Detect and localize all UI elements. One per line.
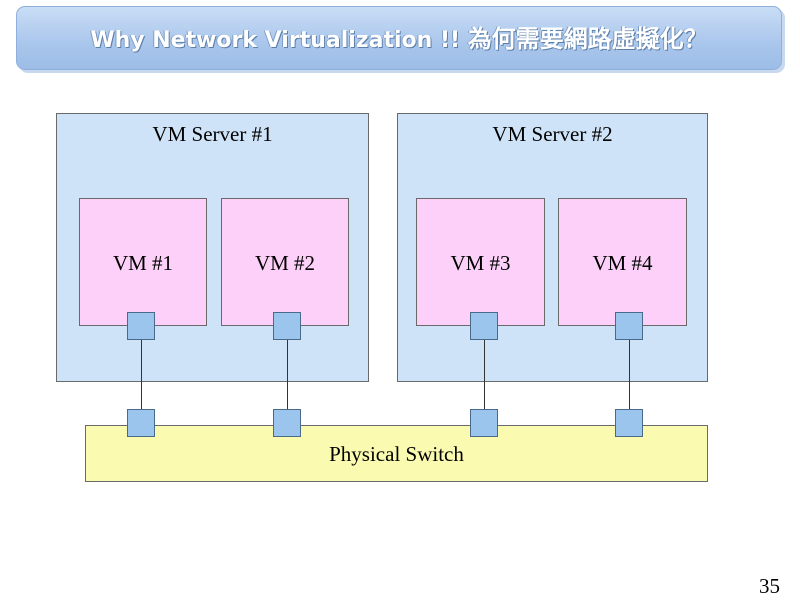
vm-3: VM #3 — [416, 198, 545, 326]
physical-switch-label: Physical Switch — [329, 442, 464, 466]
physical-switch: Physical Switch — [85, 425, 708, 482]
vm-1-label: VM #1 — [112, 251, 174, 275]
vm-1-port — [127, 312, 155, 340]
vm-4-label: VM #4 — [592, 251, 653, 275]
vm-server-1-label: VM Server #1 — [152, 122, 273, 146]
slide-title-banner: Why Network Virtualization !! 為何需要網路虛擬化？ — [16, 6, 782, 70]
switch-port-4 — [615, 409, 643, 437]
vm-4: VM #4 — [558, 198, 687, 326]
slide-title: Why Network Virtualization !! 為何需要網路虛擬化？ — [17, 7, 781, 71]
vm-2-port — [273, 312, 301, 340]
link-vm-1 — [141, 326, 142, 423]
switch-port-3 — [470, 409, 498, 437]
slide-title-english: Why Network Virtualization !! — [90, 28, 461, 53]
page-number: 35 — [759, 574, 780, 598]
switch-port-2 — [273, 409, 301, 437]
vm-4-port — [615, 312, 643, 340]
vm-1: VM #1 — [79, 198, 207, 326]
link-vm-3 — [484, 326, 485, 423]
vm-2-label: VM #2 — [254, 251, 316, 275]
link-vm-4 — [629, 326, 630, 423]
vm-2: VM #2 — [221, 198, 349, 326]
vm-3-port — [470, 312, 498, 340]
vm-server-2-label: VM Server #2 — [492, 122, 613, 146]
slide-title-chinese: 為何需要網路虛擬化？ — [467, 25, 708, 53]
switch-port-1 — [127, 409, 155, 437]
link-vm-2 — [287, 326, 288, 423]
vm-3-label: VM #3 — [450, 251, 511, 275]
